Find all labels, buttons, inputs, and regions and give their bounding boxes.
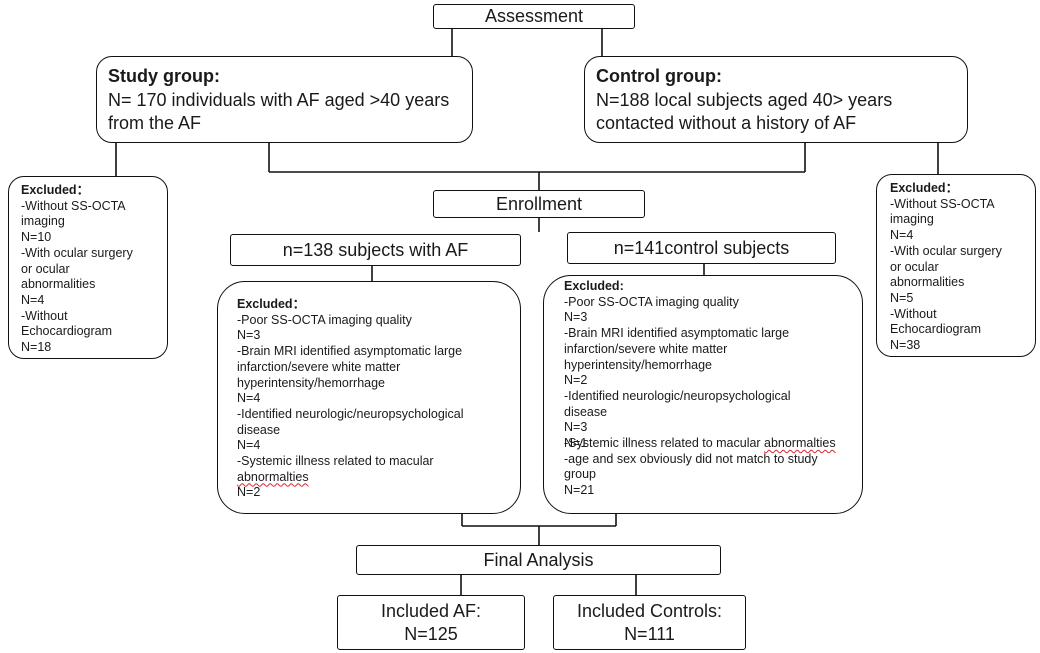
excluded-af-line: -Systemic illness related to macular — [237, 454, 434, 469]
included-controls-line2: N=111 — [624, 623, 675, 644]
final-analysis-label: Final Analysis — [483, 549, 594, 570]
excluded-af-title: Excluded： — [237, 297, 306, 311]
excluded-control-line: N=2 — [564, 373, 588, 388]
included-controls-line1: Included Controls: — [576, 600, 723, 621]
included-controls-box: Included Controls: N=111 — [553, 595, 746, 650]
control-subjects-label: n=141control subjects — [613, 237, 790, 258]
excluded-control-side-line: -With ocular surgery — [890, 243, 1002, 258]
excluded-control-side-line: imaging — [890, 212, 934, 227]
control-group-title: Control group: — [596, 66, 722, 86]
included-af-box: Included AF: N=125 — [337, 595, 525, 650]
excluded-control-line: -age and sex obviously did not match to … — [564, 451, 818, 466]
excluded-control-side-line: N=5 — [890, 290, 914, 305]
excluded-study-line: Echocardiogram — [21, 324, 113, 339]
enrollment-label: Enrollment — [495, 193, 583, 214]
excluded-control-line: N=3 — [564, 310, 588, 325]
excluded-control-line: N=1 — [564, 436, 588, 451]
control-subjects-box: n=141control subjects — [567, 232, 836, 264]
control-group-box: Control group: N=188 local subjects aged… — [584, 56, 968, 143]
excluded-af-line: N=4 — [237, 391, 261, 406]
control-group-line1: N=188 local subjects aged 40> years — [596, 89, 893, 110]
excluded-control-line: group — [564, 467, 596, 482]
excluded-control-side-line: abnormalities — [890, 275, 965, 290]
excluded-control-line: N=21 — [564, 483, 595, 498]
excluded-af-line: N=4 — [237, 438, 261, 453]
excluded-control-line: hyperintensity/hemorrhage — [564, 357, 712, 372]
study-group-line1: N= 170 individuals with AF aged >40 year… — [108, 89, 450, 110]
excluded-af-line: infarction/severe white matter — [237, 359, 401, 374]
excluded-af-line: abnormalties — [237, 469, 309, 484]
excluded-study-box: Excluded： -Without SS-OCTA imaging N=10 … — [8, 176, 168, 359]
excluded-control-side-line: Echocardiogram — [890, 322, 982, 337]
excluded-af-line: hyperintensity/hemorrhage — [237, 375, 385, 390]
excluded-study-title: Excluded： — [21, 183, 90, 197]
excluded-control-side-line: or ocular — [890, 259, 939, 274]
af-subjects-box: n=138 subjects with AF — [230, 234, 521, 266]
excluded-af-line: -Brain MRI identified asymptomatic large — [237, 344, 463, 359]
excluded-control-side-title: Excluded： — [890, 181, 959, 195]
excluded-study-line: imaging — [21, 214, 65, 229]
assessment-box: Assessment — [433, 4, 635, 29]
control-group-line2: contacted without a history of AF — [596, 113, 857, 133]
excluded-af-line: -Identified neurologic/neuropsychologica… — [237, 406, 464, 421]
excluded-control-side-line: -Without SS-OCTA — [890, 196, 995, 211]
excluded-af-line: disease — [237, 422, 281, 437]
included-af-line2: N=125 — [404, 623, 458, 644]
excluded-af-box: Excluded： -Poor SS-OCTA imaging quality … — [217, 281, 521, 514]
included-af-line1: Included AF: — [380, 600, 482, 621]
excluded-study-line: N=18 — [21, 340, 52, 355]
excluded-af-line: -Poor SS-OCTA imaging quality — [237, 312, 412, 327]
excluded-control-line: -Poor SS-OCTA imaging quality — [564, 294, 739, 309]
excluded-control-box: Excluded: -Poor SS-OCTA imaging quality … — [543, 275, 863, 514]
study-group-title: Study group: — [108, 66, 220, 86]
af-subjects-label: n=138 subjects with AF — [282, 239, 469, 260]
excluded-control-line: -Systemic illness related to macular — [564, 436, 761, 451]
excluded-control-line: -Identified neurologic/neuropsychologica… — [564, 388, 791, 403]
excluded-control-side-line: N=4 — [890, 228, 914, 243]
excluded-control-line: disease — [564, 404, 608, 419]
excluded-control-line: -Brain MRI identified asymptomatic large — [564, 326, 790, 341]
excluded-study-line: -Without — [21, 308, 68, 323]
assessment-label: Assessment — [484, 6, 584, 26]
excluded-control-line: abnormalties — [764, 436, 836, 451]
excluded-control-line: N=3 — [564, 420, 588, 435]
study-group-box: Study group: N= 170 individuals with AF … — [96, 56, 473, 143]
excluded-af-line: N=2 — [237, 485, 261, 500]
excluded-study-line: N=10 — [21, 230, 52, 245]
excluded-study-line: -Without SS-OCTA — [21, 198, 126, 213]
excluded-af-line: N=3 — [237, 328, 261, 343]
excluded-study-line: abnormalities — [21, 277, 96, 292]
excluded-control-line: infarction/severe white matter — [564, 341, 728, 356]
excluded-control-side-line: -Without — [890, 306, 937, 321]
enrollment-box: Enrollment — [433, 190, 645, 218]
excluded-study-line: N=4 — [21, 292, 45, 307]
final-analysis-box: Final Analysis — [356, 545, 721, 575]
excluded-study-line: or ocular — [21, 261, 70, 276]
study-group-line2: from the AF — [108, 113, 202, 133]
excluded-control-side-box: Excluded： -Without SS-OCTA imaging N=4 -… — [876, 174, 1036, 357]
excluded-control-side-line: N=38 — [890, 338, 921, 353]
excluded-control-title: Excluded: — [564, 279, 624, 293]
excluded-study-line: -With ocular surgery — [21, 245, 133, 260]
